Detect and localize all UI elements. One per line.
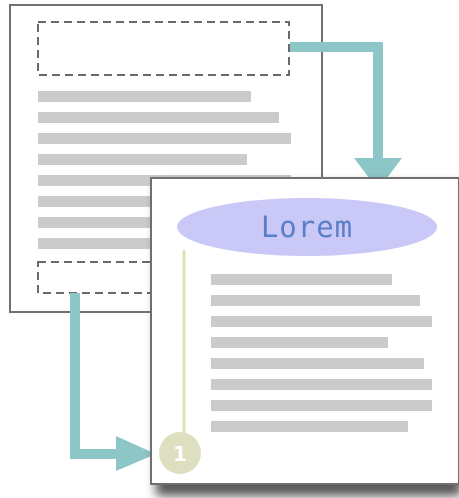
footnote-badge-number: 1 bbox=[173, 442, 187, 466]
result-page: Lorem 1 bbox=[150, 177, 459, 496]
result-text-lines bbox=[211, 274, 432, 432]
text-line bbox=[211, 421, 408, 432]
text-line bbox=[38, 91, 251, 102]
highlighted-header: Lorem bbox=[177, 198, 437, 256]
header-highlight-ellipse bbox=[177, 198, 437, 256]
text-line bbox=[211, 400, 432, 411]
text-line bbox=[211, 379, 432, 390]
footnote-arrow bbox=[70, 293, 156, 471]
header-arrow bbox=[290, 42, 402, 190]
text-line bbox=[211, 337, 388, 348]
text-line bbox=[38, 133, 291, 144]
text-line bbox=[38, 154, 247, 165]
footnote-badge-circle bbox=[159, 432, 201, 474]
footnote-arrow-head bbox=[116, 436, 156, 471]
footnote-arrow-shaft bbox=[70, 293, 118, 459]
text-line bbox=[211, 274, 392, 285]
text-line bbox=[211, 316, 432, 327]
header-highlight-label: Lorem bbox=[261, 210, 353, 244]
text-line bbox=[38, 238, 251, 249]
header-arrow-head bbox=[354, 158, 402, 190]
text-line bbox=[211, 295, 420, 306]
text-line bbox=[211, 358, 424, 369]
text-line bbox=[38, 112, 279, 123]
header-placeholder-box bbox=[37, 21, 290, 76]
footnote-badge: 1 bbox=[159, 432, 201, 474]
header-arrow-shaft bbox=[290, 42, 383, 160]
